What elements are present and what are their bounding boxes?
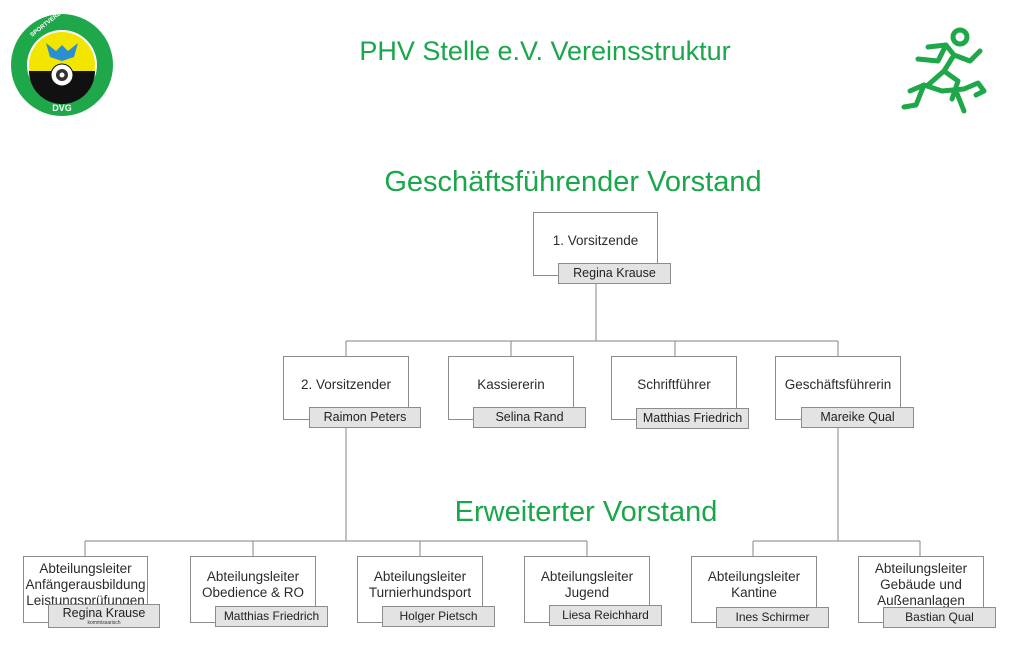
department-role-line: Abteilungsleiter (206, 569, 300, 584)
department-role-line: Abteilungsleiter (373, 569, 467, 584)
club-logo: DVG SPORTVEREIN (11, 13, 113, 116)
department-role-line: Kantine (731, 585, 777, 600)
board-name-manager: Mareike Qual (801, 407, 914, 428)
department-role-line: Jugend (564, 585, 610, 600)
board-role-treasurer: Kassiererin (477, 377, 545, 392)
board-name-secretary: Matthias Friedrich (636, 408, 749, 429)
svg-text:DVG: DVG (52, 103, 72, 113)
chair-role: 1. Vorsitzende (552, 233, 639, 248)
department-role-line: Abteilungsleiter (540, 569, 634, 584)
department-name-grounds: Bastian Qual (883, 607, 996, 628)
board-role-deputy: 2. Vorsitzender (300, 377, 392, 392)
board-name-treasurer: Selina Rand (473, 407, 586, 428)
department-role-line: Abteilungsleiter (874, 561, 968, 576)
executive-board-heading: Geschäftsführender Vorstand (384, 166, 762, 198)
department-name-tournament: Holger Pietsch (382, 606, 495, 627)
department-note: kommissarisch (87, 620, 121, 626)
page-title: PHV Stelle e.V. Vereinsstruktur (359, 36, 731, 66)
extended-board-heading: Erweiterter Vorstand (454, 496, 718, 528)
department-role-line: Abteilungsleiter (39, 561, 132, 576)
board-role-secretary: Schriftführer (637, 377, 711, 392)
department-name-obedience: Matthias Friedrich (215, 606, 328, 627)
department-name-youth: Liesa Reichhard (549, 605, 662, 626)
chair-name: Regina Krause (558, 263, 671, 284)
board-box-secretary: Schriftführer (611, 356, 737, 420)
department-name-beginners: Regina Krause kommissarisch (48, 604, 160, 628)
department-role-line: Abteilungsleiter (707, 569, 801, 584)
department-role-line: Außenanlagen (877, 593, 965, 608)
department-role-line: Gebäude und (880, 577, 962, 592)
board-role-manager: Geschäftsführerin (784, 377, 892, 392)
department-name-text: Regina Krause (62, 606, 146, 620)
board-name-deputy: Raimon Peters (309, 407, 421, 428)
runner-with-dog-icon (901, 27, 987, 114)
department-role-line: Obedience & RO (201, 585, 305, 600)
department-role-line: Anfängerausbildung (25, 577, 146, 592)
department-role-line: Turnierhundsport (368, 585, 472, 600)
department-name-canteen: Ines Schirmer (716, 607, 829, 628)
